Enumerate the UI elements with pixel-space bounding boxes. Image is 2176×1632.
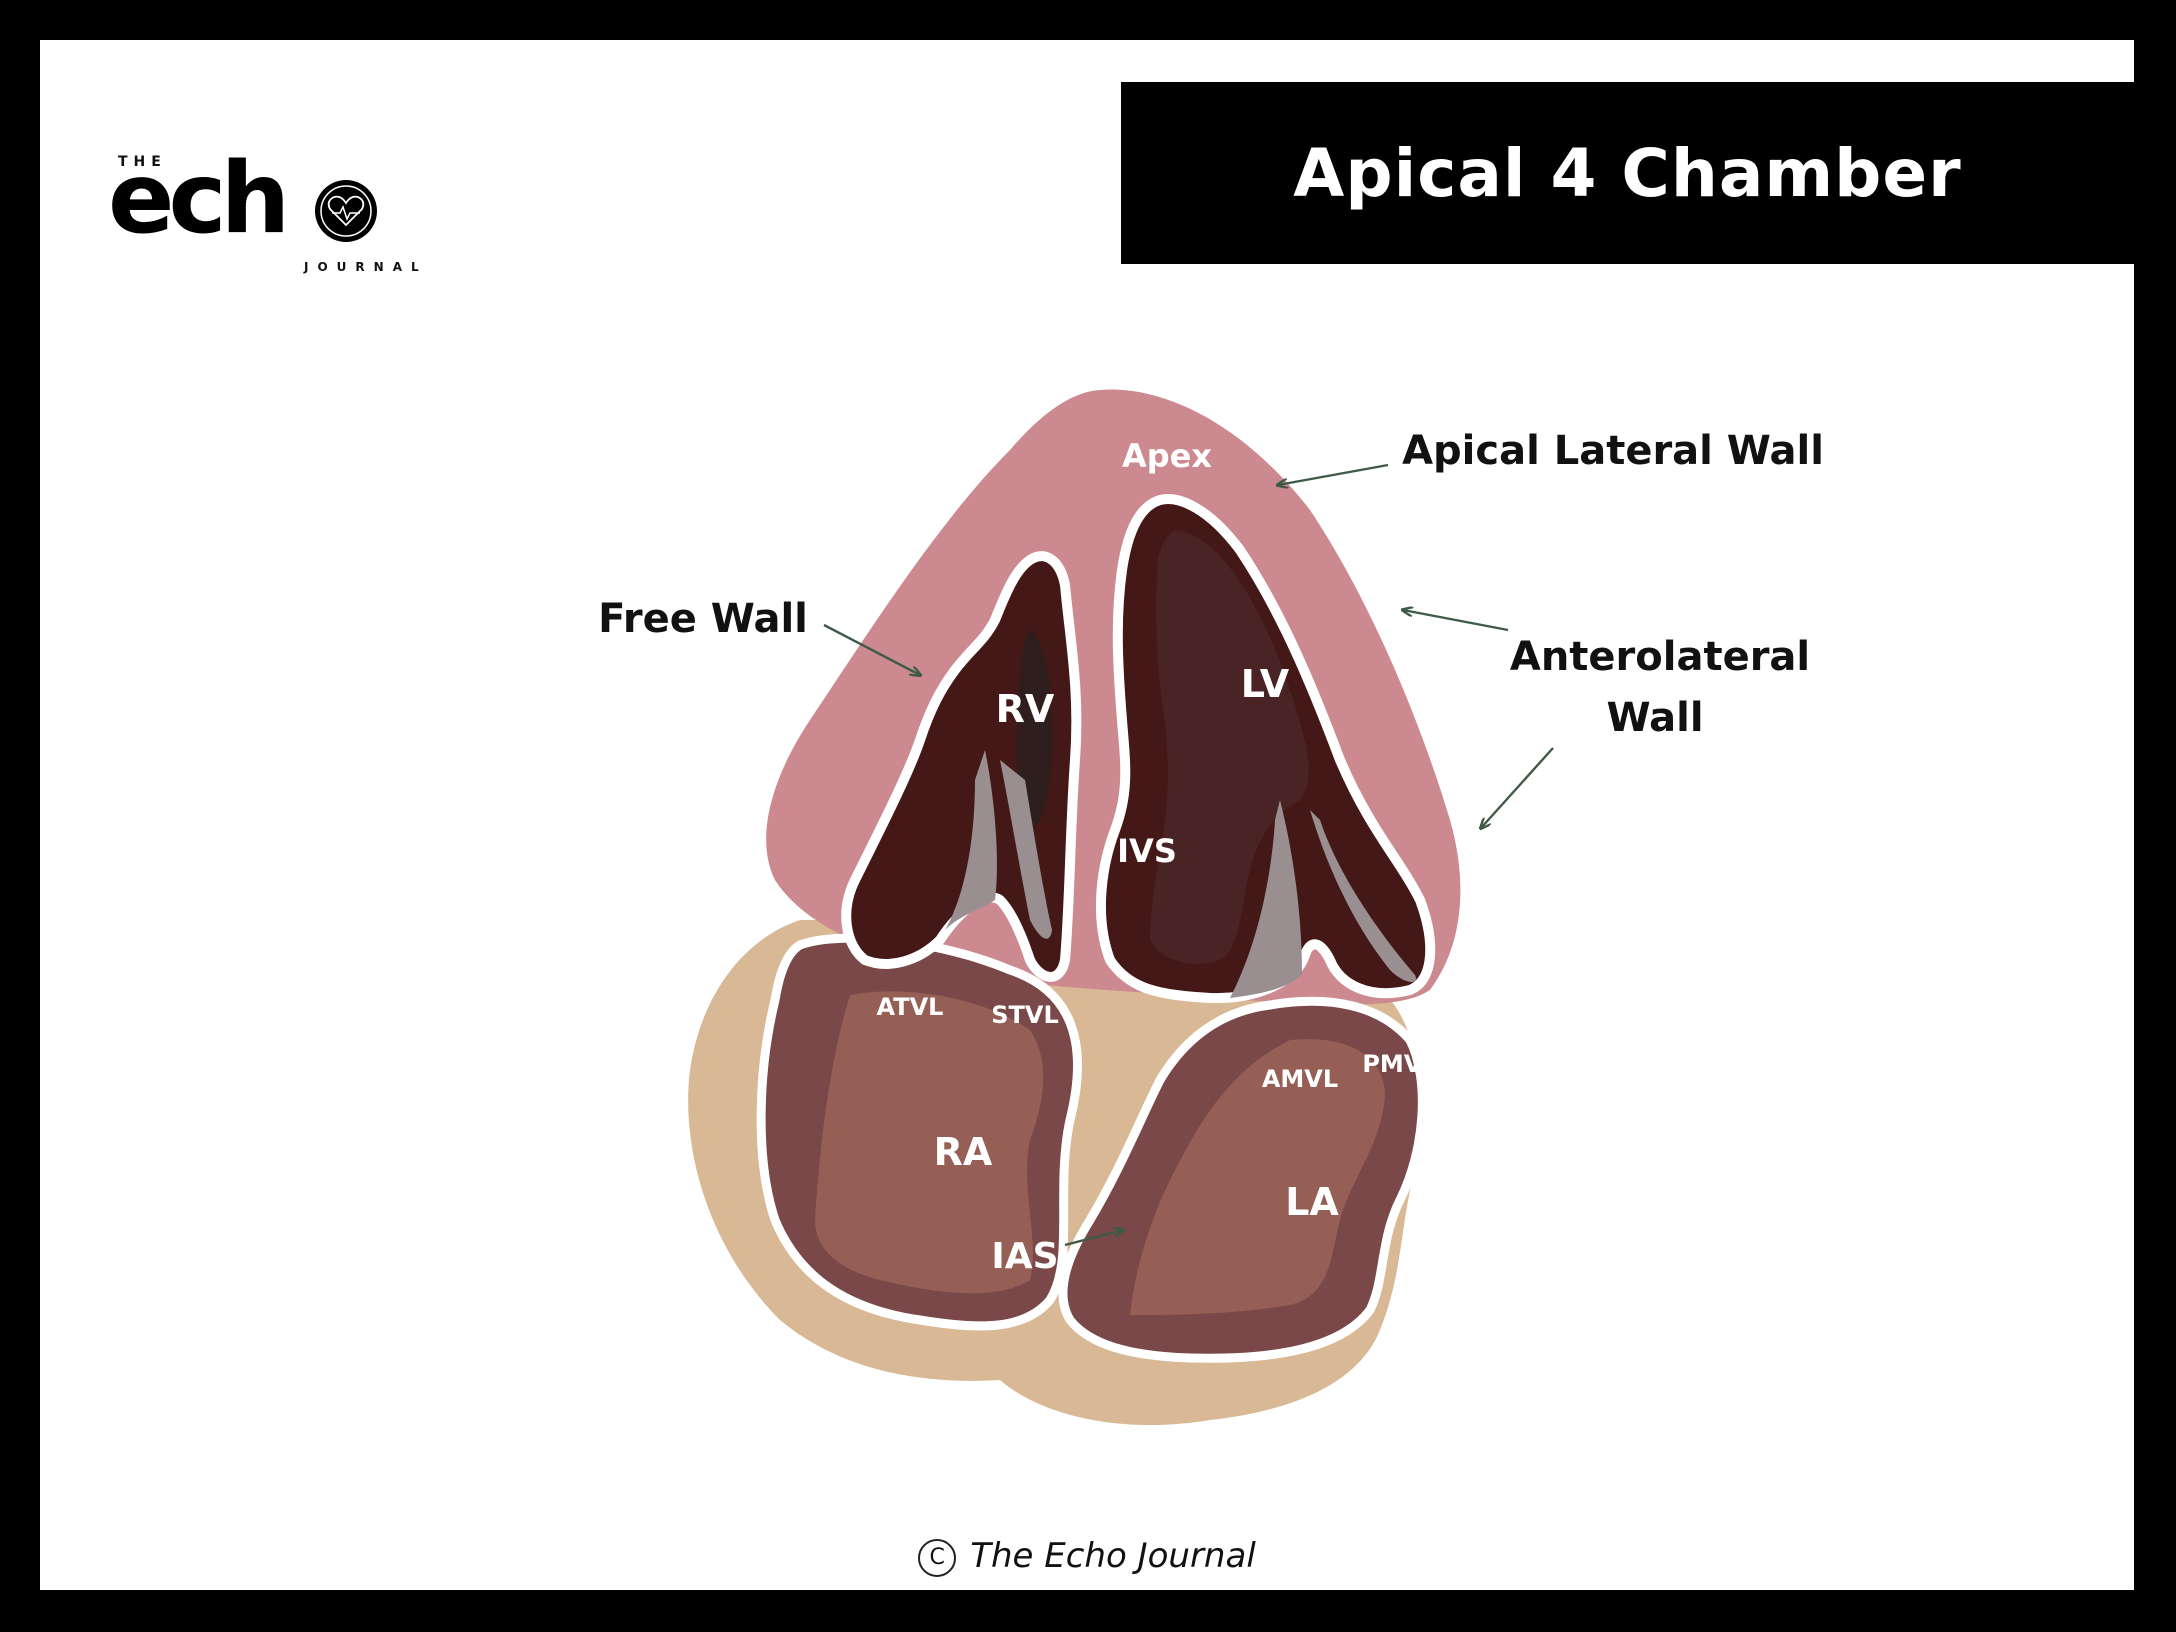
lv-label: LV: [1241, 662, 1290, 706]
tricuspid-valve: [945, 750, 1052, 939]
left-atrium-cavity: [1130, 1039, 1385, 1315]
rv-label: RV: [996, 687, 1055, 731]
ias-arrow: [1064, 1230, 1123, 1247]
right-ventricle-shade: [1016, 630, 1053, 830]
ivs-label: IVS: [1117, 832, 1177, 870]
free-wall-arrow: [823, 623, 920, 675]
left-ventricle-cavity: [1150, 530, 1309, 964]
anterolateral-wall-label-line2: Wall: [1606, 695, 1703, 741]
ra-label: RA: [934, 1130, 993, 1174]
diagram-canvas: THE ech JOURNAL Apical 4 Chamber: [40, 40, 2134, 1590]
logo-echo-text: ech: [108, 142, 290, 256]
apical-lateral-wall-arrow: [1278, 463, 1389, 485]
apical-lateral-wall-label: Apical Lateral Wall: [1402, 428, 1824, 474]
heart-logo-icon: [315, 180, 377, 242]
apex-label: Apex: [1122, 437, 1212, 475]
right-ventricle: [841, 551, 1082, 982]
pmvl-label: PMVL: [1362, 1050, 1437, 1078]
copyright-icon: C: [918, 1538, 957, 1577]
copyright-footer: C The Echo Journal: [40, 1536, 2134, 1577]
echo-journal-logo: THE ech JOURNAL: [86, 82, 419, 282]
page-title: Apical 4 Chamber: [1293, 134, 1962, 212]
anterolateral-upper-arrow: [1403, 610, 1509, 632]
heart-diagram: RV LV RA LA Apex IVS IAS ATVL STVL AMVL …: [598, 389, 1824, 1426]
anterolateral-lower-arrow: [1481, 747, 1554, 828]
amvl-label: AMVL: [1262, 1065, 1338, 1093]
ias-label: IAS: [991, 1236, 1058, 1277]
logo-the-text: THE: [118, 154, 167, 170]
right-atrium-cavity: [815, 991, 1044, 1294]
la-label: LA: [1285, 1180, 1339, 1224]
atvl-label: ATVL: [877, 993, 944, 1021]
logo-journal-text: JOURNAL: [304, 260, 428, 274]
title-banner: Apical 4 Chamber: [1121, 82, 2134, 264]
stvl-label: STVL: [991, 1001, 1059, 1029]
mitral-valve: [1230, 800, 1416, 998]
anterolateral-wall-label-line1: Anterolateral: [1510, 634, 1810, 680]
copyright-text: The Echo Journal: [970, 1536, 1256, 1576]
free-wall-label: Free Wall: [598, 596, 808, 642]
